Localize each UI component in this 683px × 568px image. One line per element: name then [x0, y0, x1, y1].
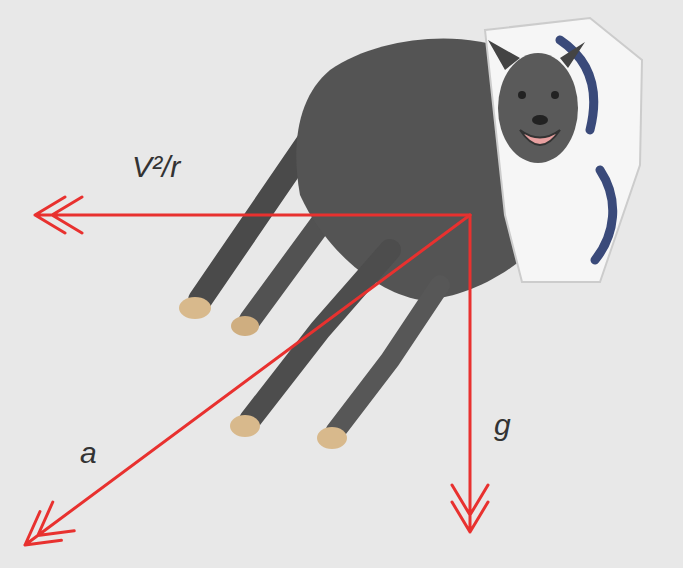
- dog-paw: [317, 427, 347, 449]
- dog-ear: [488, 40, 585, 70]
- vector-label: a: [80, 438, 97, 468]
- dog-mouth: [520, 130, 560, 145]
- gravity-arrow: [452, 215, 488, 532]
- vector-label: g: [494, 410, 511, 440]
- dog-eye: [551, 91, 559, 99]
- dog-jacket: [485, 18, 642, 282]
- dog-paw: [230, 415, 260, 437]
- dog-eye: [518, 91, 526, 99]
- dog-fore-leg: [335, 285, 440, 432]
- greyhound: [179, 18, 642, 449]
- centripetal-arrow: [35, 197, 470, 233]
- dog-paw: [179, 297, 211, 319]
- resultant-arrow: [25, 215, 470, 545]
- dog-nose: [532, 115, 548, 125]
- dog-head: [498, 53, 578, 163]
- dog-paw: [231, 316, 259, 336]
- vector-label: V²/r: [132, 152, 180, 182]
- vector-arrows: [25, 197, 488, 545]
